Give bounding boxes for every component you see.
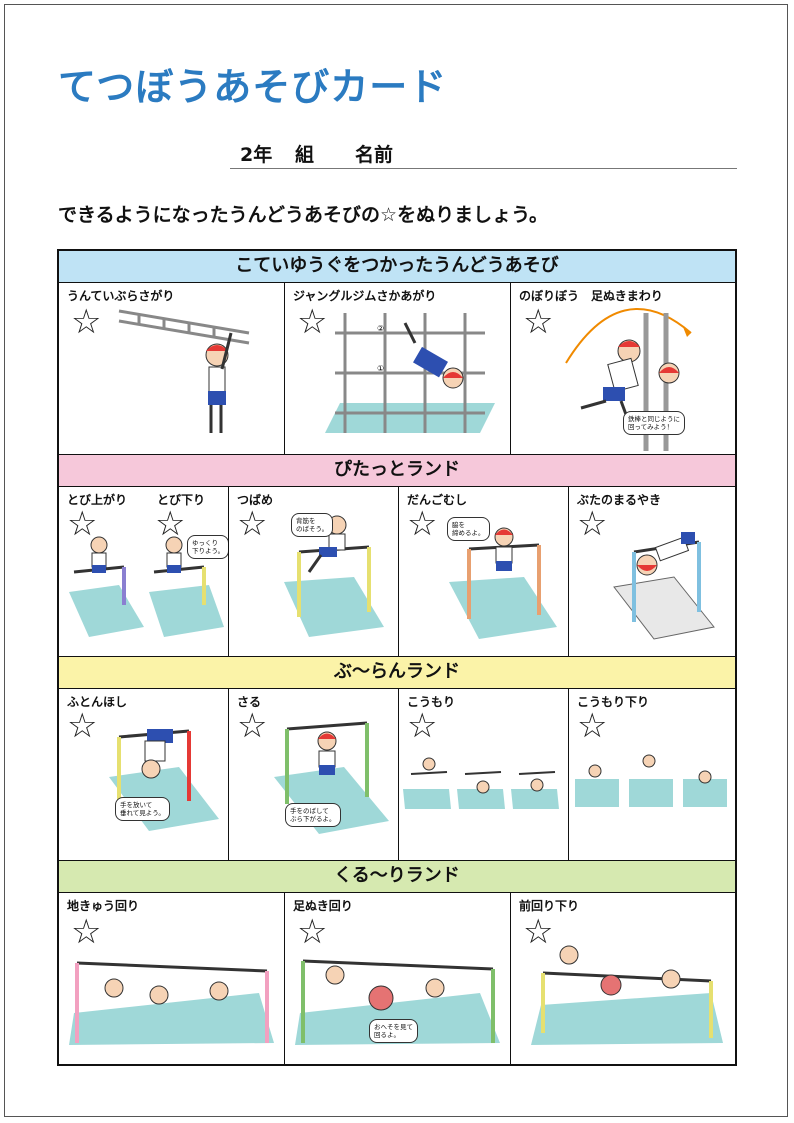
koumori-illustration — [403, 757, 559, 809]
activity-label: ぶたのまるやき — [577, 493, 662, 507]
activity-label: 足ぬき回り — [293, 899, 353, 913]
activity-label: こうもり — [407, 695, 456, 709]
activity-cell: 足ぬき回り ☆ おへそを見て 回るよ。 — [285, 893, 511, 1064]
activity-label: 前回り下り — [519, 899, 580, 913]
pig-roast-illustration — [613, 532, 715, 640]
activity-label-secondary: とび下り — [157, 493, 206, 507]
activity-label: ふとんほし — [67, 695, 128, 709]
activity-label: さる — [237, 695, 262, 709]
tip-bubble: 背筋を のばそう。 — [291, 513, 334, 537]
star-icon[interactable]: ☆ — [297, 302, 328, 342]
star-icon[interactable]: ☆ — [577, 706, 608, 746]
activity-cell: うんていぶらさがり ☆ — [59, 283, 285, 454]
page-border — [4, 4, 788, 1117]
star-icon[interactable]: ☆ — [67, 504, 98, 544]
activity-cell: のぼりぼう 足ぬきまわり ☆ 鉄棒と同じように 回ってみよう！ — [511, 283, 735, 454]
star-icon[interactable]: ☆ — [71, 912, 102, 952]
activity-cell: 前回り下り ☆ — [511, 893, 735, 1064]
section-header-fixed-equipment: こていゆうぐをつかったうんどうあそび — [59, 251, 735, 283]
section-header-buran-land: ぶ～らんランド — [59, 657, 735, 689]
monkey-bars-illustration — [118, 309, 250, 433]
tip-bubble: 手を放いて 垂れて見よう。 — [115, 797, 170, 821]
jump-up-down-illustration — [69, 536, 224, 637]
activity-label: ジャングルジムさかあがり — [293, 289, 437, 303]
star-icon[interactable]: ☆ — [237, 706, 268, 746]
page-title: てつぼうあそびカード — [58, 65, 448, 109]
earth-spin-illustration — [69, 961, 274, 1045]
tip-bubble: おへそを見て 回るよ。 — [369, 1019, 418, 1043]
activity-label: うんていぶらさがり — [67, 289, 175, 303]
star-icon[interactable]: ☆ — [523, 302, 554, 342]
activity-cell: こうもり下り ☆ — [569, 689, 735, 860]
dangomushi-illustration — [449, 527, 557, 639]
activity-label: とび上がり — [67, 493, 128, 507]
activity-cell: とび上がり とび下り ☆ ☆ ゆっくり 下りよう。 — [59, 487, 229, 656]
activity-label: のぼりぼう 足ぬきまわり — [519, 289, 663, 303]
class-label: 組 — [295, 144, 315, 166]
tip-bubble: ゆっくり 下りよう。 — [187, 535, 228, 559]
star-icon[interactable]: ☆ — [523, 912, 554, 952]
star-icon[interactable]: ☆ — [407, 504, 438, 544]
activity-cell: だんごむし ☆ 脇を 締めるよ。 — [399, 487, 569, 656]
koumori-dismount-illustration — [575, 754, 727, 807]
star-icon[interactable]: ☆ — [237, 504, 268, 544]
activity-cell: ふとんほし ☆ 手を放いて 垂れて見よう。 — [59, 689, 229, 860]
step-mark-2: ② — [377, 324, 384, 333]
activity-label: だんごむし — [407, 493, 468, 507]
activity-cell: つばめ ☆ 背筋を のばそう。 — [229, 487, 399, 656]
swallow-pose-illustration — [284, 515, 384, 637]
star-icon[interactable]: ☆ — [297, 912, 328, 952]
instruction-text: できるようになったうんどうあそびの☆をぬりましょう。 — [58, 204, 548, 226]
star-icon[interactable]: ☆ — [577, 504, 608, 544]
activity-cell: ジャングルジムさかあがり ☆ ② ① — [285, 283, 511, 454]
tip-bubble: 手をのばして ぶら下がるよ。 — [285, 803, 341, 827]
star-icon[interactable]: ☆ — [67, 706, 98, 746]
section-header-kururi-land: くる～りランド — [59, 861, 735, 893]
futon-hoshi-illustration — [109, 729, 219, 831]
jungle-gym-illustration: ② ① — [325, 313, 495, 433]
activity-cell: さる ☆ 手をのばして ぶら下がるよ。 — [229, 689, 399, 860]
activity-card: こていゆうぐをつかったうんどうあそび うんていぶらさがり ☆ ジャングルジムさか… — [57, 249, 737, 1066]
name-label: 名前 — [355, 144, 394, 166]
section-row-kururi-land: 地きゅう回り ☆ 足ぬき回り ☆ — [59, 893, 735, 1064]
activity-cell: ぶたのまるやき ☆ — [569, 487, 735, 656]
name-line: 2年 組 名前 — [230, 138, 737, 169]
activity-label: 地きゅう回り — [67, 899, 140, 913]
section-row-pitatto-land: とび上がり とび下り ☆ ☆ ゆっくり 下りよう。 つばめ ☆ — [59, 487, 735, 657]
section-row-buran-land: ふとんほし ☆ 手を放いて 垂れて見よう。 さる ☆ — [59, 689, 735, 861]
section-header-pitatto-land: ぴたっとランド — [59, 455, 735, 487]
star-icon[interactable]: ☆ — [71, 302, 102, 342]
star-icon[interactable]: ☆ — [155, 504, 186, 544]
section-row-fixed-equipment: うんていぶらさがり ☆ ジャングルジムさかあがり ☆ — [59, 283, 735, 455]
monkey-hang-illustration — [274, 721, 389, 834]
activity-label: こうもり下り — [577, 695, 650, 709]
tip-bubble: 脇を 締めるよ。 — [447, 517, 490, 541]
activity-label: つばめ — [237, 493, 274, 507]
activity-cell: 地きゅう回り ☆ — [59, 893, 285, 1064]
tip-bubble: 鉄棒と同じように 回ってみよう！ — [623, 411, 685, 435]
activity-cell: こうもり ☆ — [399, 689, 569, 860]
star-icon[interactable]: ☆ — [407, 706, 438, 746]
grade-label: 2年 — [240, 144, 273, 166]
forward-roll-dismount-illustration — [531, 945, 723, 1045]
step-mark-1: ① — [377, 364, 384, 373]
